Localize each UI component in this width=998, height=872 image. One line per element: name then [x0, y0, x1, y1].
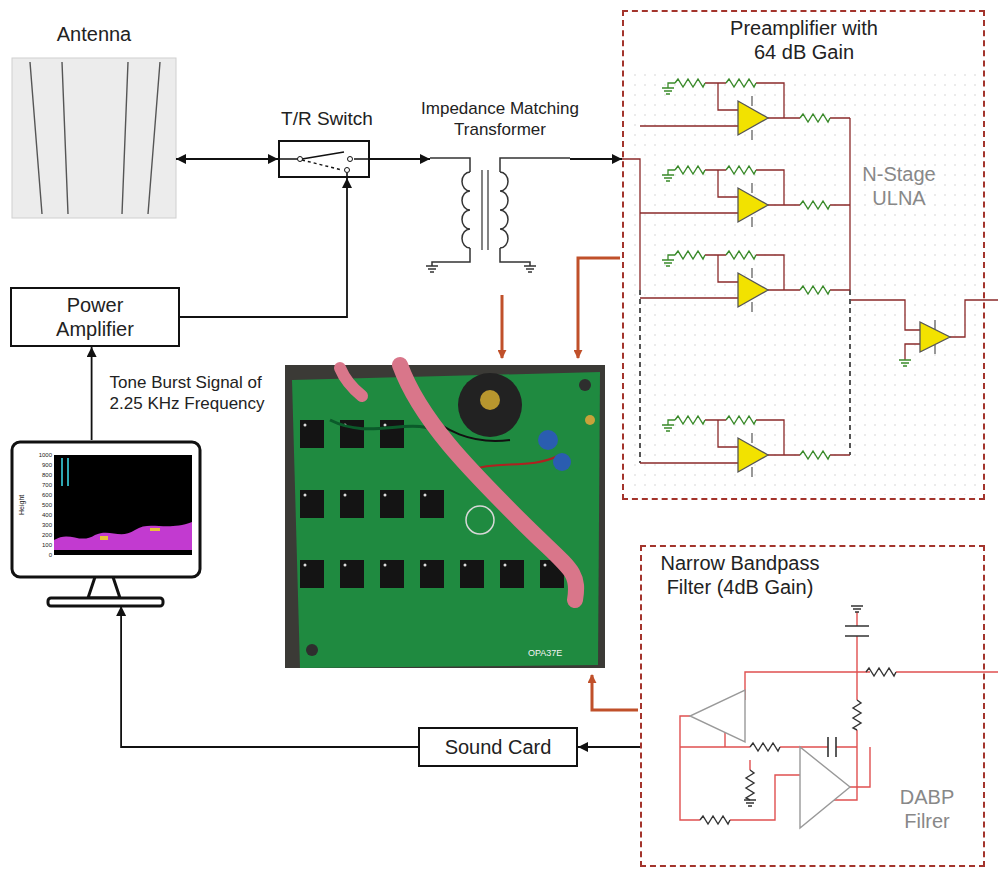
node-label: Antenna: [10, 22, 178, 46]
switch-node: T/R Switch: [272, 104, 382, 180]
filter-group: Narrow Bandpass Filter (4dB Gain) DABP Fi…: [640, 545, 985, 867]
connector-arrow: [176, 158, 278, 160]
axis-tick: 1000: [18, 451, 52, 459]
connector-arrow: [578, 746, 640, 748]
connector-arrow: [91, 347, 93, 440]
process-box: Power Amplifier: [10, 287, 180, 347]
connector-arrow: [180, 178, 347, 317]
connector-arrow: [121, 606, 418, 747]
node-label: Height: [18, 485, 26, 525]
axis-tick: 300: [18, 521, 52, 529]
node-label: Power Amplifier: [40, 293, 150, 341]
axis-tick: 600: [18, 491, 52, 499]
node-outline: [12, 58, 176, 218]
axis-tick: 100: [18, 541, 52, 549]
connector-arrow: [370, 158, 430, 160]
chip-marking: OPA37E: [528, 648, 588, 659]
connector-arrow: [570, 158, 622, 160]
transformer-node: Impedance Matching Transformer: [395, 96, 605, 276]
axis-tick: 500: [18, 501, 52, 509]
antenna-node: Antenna: [10, 18, 178, 220]
node-label: Preamplifier with 64 dB Gain: [719, 16, 889, 64]
axis-tick: 200: [18, 531, 52, 539]
axis-tick: 400: [18, 511, 52, 519]
node-label: Impedance Matching Transformer: [395, 98, 605, 141]
node-sublabel: N-Stage ULNA: [859, 162, 939, 210]
node-label: Narrow Bandpass Filter (4dB Gain): [650, 551, 830, 599]
axis-tick: 900: [18, 461, 52, 469]
preamplifier-group: Preamplifier with 64 dB GainN-Stage ULNA: [622, 10, 985, 500]
node-label: T/R Switch: [272, 108, 382, 131]
node-outline: [430, 151, 570, 271]
axis-tick: 800: [18, 471, 52, 479]
process-box: Sound Card: [418, 727, 578, 767]
edge-label: Tone Burst Signal of 2.25 KHz Frequency: [110, 373, 265, 414]
node-label: Sound Card: [445, 735, 552, 759]
node-outline: [278, 140, 370, 178]
node-sublabel: DABP Filrer: [892, 785, 962, 833]
computer-monitor: Height: [8, 440, 203, 606]
axis-tick: 0: [18, 551, 52, 559]
axis-tick: 700: [18, 481, 52, 489]
